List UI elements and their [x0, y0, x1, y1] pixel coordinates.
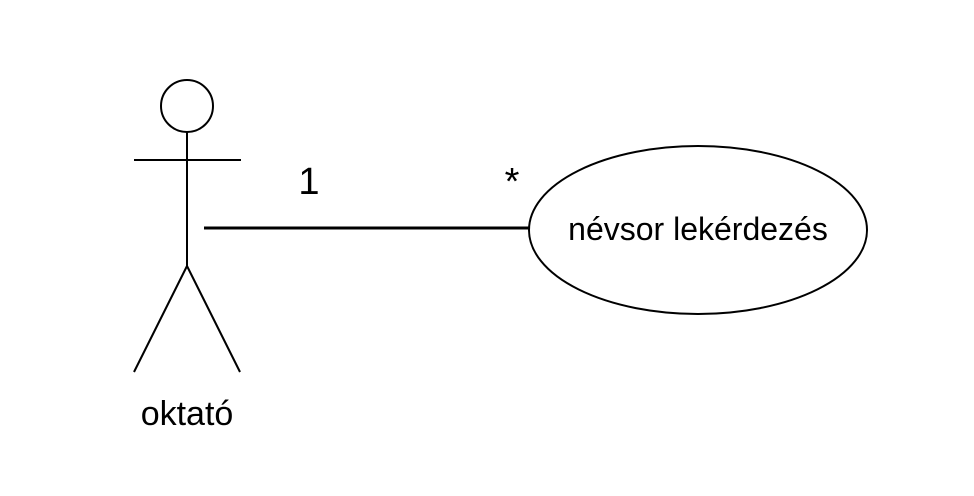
use-case-ellipse — [528, 145, 868, 315]
actor-label: oktató — [141, 395, 234, 433]
use-case-multiplicity: * — [505, 161, 520, 203]
actor-right-leg — [186, 265, 241, 373]
use-case-label: névsor lekérdezés — [568, 211, 828, 247]
actor-left-leg — [133, 265, 188, 373]
actor-multiplicity: 1 — [298, 161, 319, 203]
actor-head — [160, 79, 214, 133]
actor-figure — [133, 79, 241, 373]
